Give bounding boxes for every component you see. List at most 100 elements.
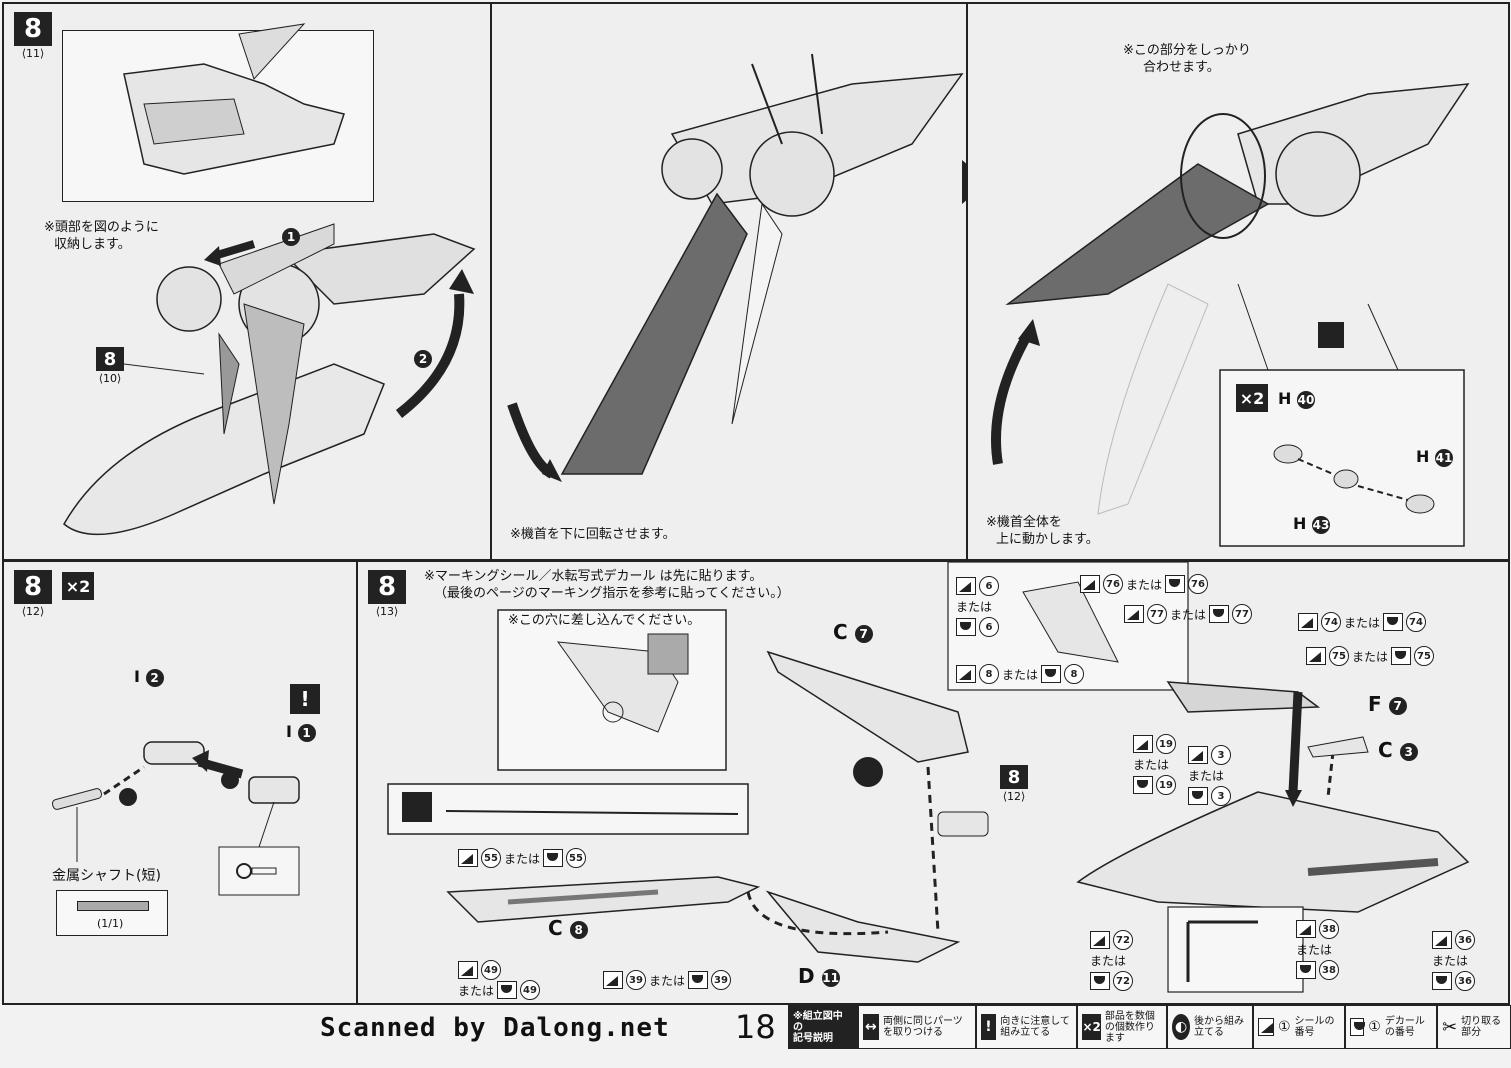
seal-number: 55 xyxy=(481,848,501,868)
seal-number: 76 xyxy=(1103,574,1123,594)
part-c3: C 3 xyxy=(1378,738,1418,762)
sticker-19: 19 または 19 xyxy=(1133,734,1176,795)
or-label: または xyxy=(1090,954,1127,968)
step-number: 8 xyxy=(368,570,406,604)
decal-number: 77 xyxy=(1232,604,1253,624)
step-12-panel: 8 ⟨12⟩ ×2 I 2 ! I 1 金属シャフト(短) (1/1) xyxy=(2,560,358,1005)
part-h43-number: 43 xyxy=(1311,515,1330,534)
seal-number: 3 xyxy=(1211,745,1231,765)
decal-icon xyxy=(1090,972,1110,990)
seal-number: 49 xyxy=(481,960,501,980)
decal-number: 75 xyxy=(1414,646,1435,666)
decal-number: 19 xyxy=(1156,775,1176,795)
sticker-77: 77 または 77 xyxy=(1124,604,1253,624)
caution-icon: ! xyxy=(290,684,320,714)
sticker-8: 8 または 8 xyxy=(956,664,1085,684)
seal-icon xyxy=(1306,647,1326,665)
sticker-38: 38 または 38 xyxy=(1296,919,1339,980)
metal-shaft-box: (1/1) xyxy=(56,890,168,936)
seal-icon xyxy=(1298,613,1318,631)
part-i1: I 1 xyxy=(286,722,316,742)
legend-seal-text: シールの番号 xyxy=(1294,1016,1335,1038)
decal-icon xyxy=(1133,776,1153,794)
or-label: または xyxy=(649,973,686,988)
note-align-line1: ※この部分をしっかり xyxy=(1123,43,1251,58)
decal-number: 3 xyxy=(1211,786,1231,806)
part-c8-number: 8 xyxy=(569,920,588,939)
or-label: または xyxy=(1344,615,1381,630)
decal-number: 6 xyxy=(979,617,999,637)
or-label: または xyxy=(1352,649,1389,664)
legend-decal: ① デカールの番号 xyxy=(1345,1005,1438,1049)
part-d11: D 11 xyxy=(798,964,840,988)
times-two-badge: ×2 xyxy=(1236,384,1268,412)
decal-icon xyxy=(1391,647,1412,665)
decal-icon xyxy=(688,971,709,989)
metal-shaft-label: 金属シャフト(短) xyxy=(52,868,161,884)
legend-both-sides-text: 両側に同じパーツを取りつける xyxy=(882,1016,963,1038)
or-label: または xyxy=(1002,667,1039,682)
part-c7-letter: C xyxy=(833,620,848,644)
decal-icon xyxy=(1041,665,1062,683)
legend-cut: ✂ 切り取る部分 xyxy=(1437,1005,1511,1049)
part-h40-number: 40 xyxy=(1296,390,1315,409)
legend-seal-number: ① xyxy=(1277,1018,1291,1035)
scissors-icon: ✂ xyxy=(1442,1016,1458,1038)
seal-icon xyxy=(1258,1018,1274,1036)
legend-decal-number: ① xyxy=(1368,1018,1381,1035)
scanned-by-credit: Scanned by Dalong.net xyxy=(320,1013,670,1043)
legend-later: ◐ 後から組み立てる xyxy=(1167,1005,1254,1049)
sticker-74: 74 または 74 xyxy=(1298,612,1427,632)
or-label: または xyxy=(1133,758,1170,772)
sticker-72: 72 または 72 xyxy=(1090,930,1133,991)
seal-number: 75 xyxy=(1329,646,1349,666)
step-substep: ⟨11⟩ xyxy=(21,47,45,60)
note-marking-1: ※マーキングシール／水転写式デカール は先に貼ります。 xyxy=(424,569,763,584)
part-h41-letter: H xyxy=(1416,447,1430,466)
decal-icon xyxy=(1165,575,1186,593)
seal-icon xyxy=(603,971,623,989)
part-h41: H 41 xyxy=(1416,447,1453,467)
note-nose-rotate: ※機首を下に回転させます。 xyxy=(510,527,676,542)
part-d11-letter: D xyxy=(798,964,815,988)
or-label: または xyxy=(458,983,495,998)
seal-icon xyxy=(1090,931,1110,949)
or-label: または xyxy=(1126,577,1163,592)
seal-number: 36 xyxy=(1455,930,1475,950)
or-label: または xyxy=(504,851,541,866)
or-label: または xyxy=(1432,954,1469,968)
seal-number: 39 xyxy=(626,970,646,990)
note-nose-lift: ※機首全体を 上に動かします。 xyxy=(986,514,1099,548)
decal-icon xyxy=(1350,1018,1366,1036)
seal-icon xyxy=(1432,931,1452,949)
step-11-panel-b: ※機首を下に回転させます。 xyxy=(490,2,972,561)
decal-icon xyxy=(1432,972,1452,990)
part-c8: C 8 xyxy=(548,916,588,940)
part-i2-number: 2 xyxy=(145,668,164,687)
both-sides-icon: ↔ xyxy=(862,1014,879,1040)
part-i2-letter: I xyxy=(134,667,140,686)
seal-number: 6 xyxy=(979,576,999,596)
note-align-line2: 合わせます。 xyxy=(1143,60,1220,75)
seal-icon xyxy=(458,849,478,867)
part-d11-number: 11 xyxy=(821,968,840,987)
part-f7: F 7 xyxy=(1368,692,1407,716)
sticker-76: 76 または 76 xyxy=(1080,574,1209,594)
or-label: または xyxy=(1170,607,1207,622)
decal-number: 36 xyxy=(1455,971,1475,991)
decal-icon xyxy=(1296,961,1316,979)
legend-seal: ① シールの番号 xyxy=(1253,1005,1346,1049)
times-two-icon: ×2 xyxy=(1082,1014,1101,1040)
part-i1-letter: I xyxy=(286,722,292,741)
seal-icon xyxy=(1124,605,1144,623)
ref-step-sub: ⟨12⟩ xyxy=(1002,790,1026,803)
note-marking-2: （最後のページのマーキング指示を参考に貼ってください。） xyxy=(434,586,790,601)
sticker-3: 3 または 3 xyxy=(1188,745,1231,806)
legend-title: ※組立図中の記号説明 xyxy=(788,1005,858,1049)
decal-icon xyxy=(1209,605,1230,623)
metal-shaft-bar xyxy=(77,901,149,911)
decal-number: 38 xyxy=(1319,960,1339,980)
or-label: または xyxy=(956,600,993,614)
decal-number: 74 xyxy=(1406,612,1427,632)
instruction-number-2: 2 xyxy=(414,350,432,368)
